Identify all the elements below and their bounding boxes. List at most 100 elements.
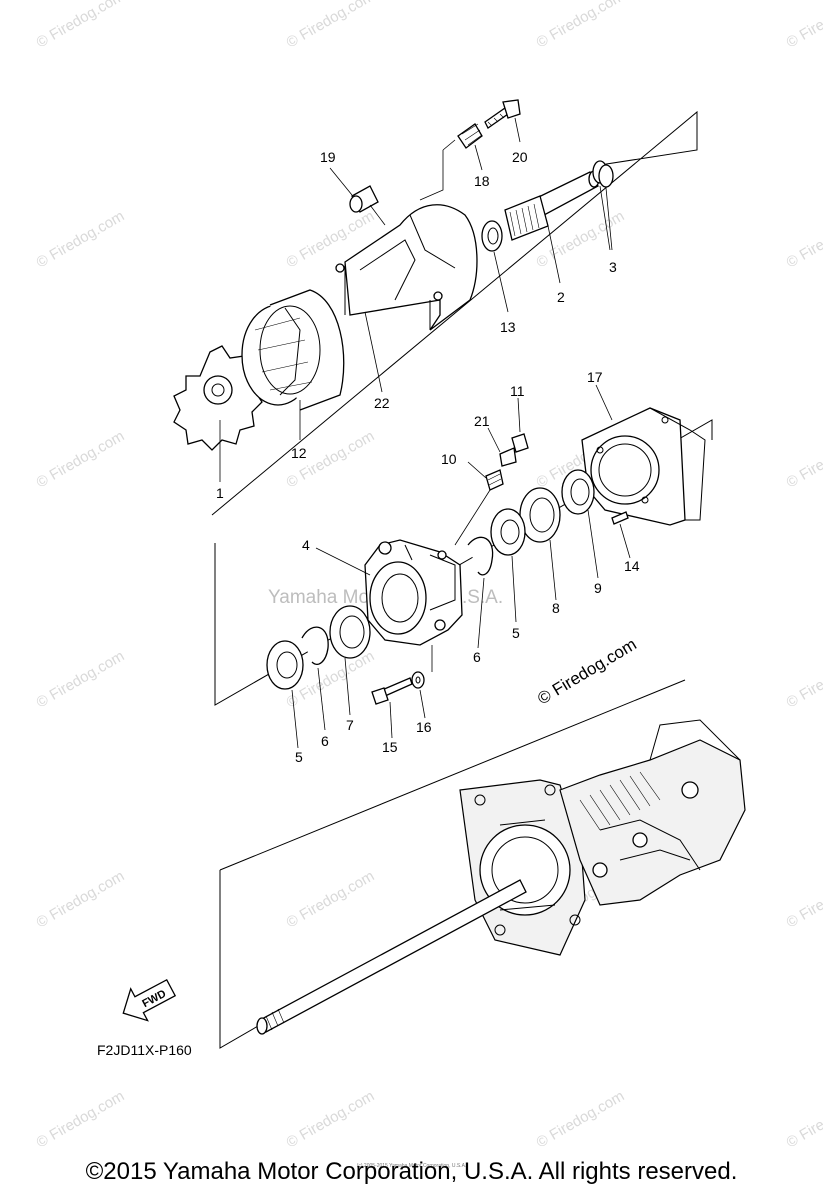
watermark: © Firedog.com xyxy=(34,867,128,931)
leader-3a xyxy=(599,185,611,251)
part-9-seal xyxy=(561,469,595,515)
watermark: © Firedog.com xyxy=(784,427,823,491)
callout-7: 7 xyxy=(346,717,354,733)
callout-15: 15 xyxy=(382,739,398,755)
watermark: © Firedog.com xyxy=(34,427,128,491)
callouts: 19 20 18 3 2 13 22 12 1 17 11 21 10 4 14… xyxy=(216,149,640,765)
part-6-circlip-upper xyxy=(467,536,494,576)
part-14-pin xyxy=(611,511,629,525)
part-21-fitting xyxy=(499,447,517,467)
tiny-credit: (c) 2005-2015 Yamaha Motor Corporation, … xyxy=(356,1163,467,1169)
watermark: © Firedog.com xyxy=(284,0,378,51)
watermark: © Firedog.com xyxy=(784,647,823,711)
callout-12: 12 xyxy=(291,445,307,461)
fwd-arrow-icon: FWD xyxy=(122,978,177,1022)
part-10-fitting xyxy=(485,469,504,491)
part-18-spring xyxy=(457,123,483,149)
leader-6-upper xyxy=(477,577,485,649)
watermark: © Firedog.com xyxy=(34,647,128,711)
frame-lower-diag xyxy=(219,679,686,871)
leader-11 xyxy=(517,397,521,433)
callout-18: 18 xyxy=(474,173,490,189)
leader-19b xyxy=(369,204,386,226)
leader-14 xyxy=(619,523,631,559)
part-17-duct xyxy=(581,407,706,526)
leader-16 xyxy=(419,689,426,719)
leader-5-upper xyxy=(511,555,517,623)
leader-20 xyxy=(514,117,521,143)
part-13-washer xyxy=(481,220,503,252)
leader-6-lower xyxy=(317,667,326,731)
leader-2 xyxy=(547,225,561,284)
callout-5-upper: 5 xyxy=(512,625,520,641)
callout-2: 2 xyxy=(557,289,565,305)
part-12-housing xyxy=(241,289,345,411)
drawing-code: F2JD11X-P160 xyxy=(97,1042,192,1058)
watermark: © Firedog.com xyxy=(534,0,628,51)
callout-21: 21 xyxy=(474,413,490,429)
callout-14: 14 xyxy=(624,558,640,574)
part-8-bearing xyxy=(519,487,561,543)
leader-4 xyxy=(315,547,371,576)
leader-9 xyxy=(587,509,599,579)
frame-lower xyxy=(219,870,266,1049)
leader-10 xyxy=(467,461,487,479)
leader-3b xyxy=(605,187,613,251)
copyright-footer: ©2015 Yamaha Motor Corporation, U.S.A. A… xyxy=(85,1158,738,1185)
watermark: © Firedog.com xyxy=(34,0,128,51)
watermark: © Firedog.com xyxy=(34,207,128,271)
callout-20: 20 xyxy=(512,149,528,165)
leader-18 xyxy=(474,144,483,171)
leader-22 xyxy=(364,311,383,393)
leader-13 xyxy=(493,251,509,313)
watermark: © Firedog.com xyxy=(284,1087,378,1151)
callout-22: 22 xyxy=(374,395,390,411)
callout-1: 1 xyxy=(216,485,224,501)
callout-6-upper: 6 xyxy=(473,649,481,665)
part-6-circlip-lower xyxy=(301,626,329,665)
watermark: © Firedog.com xyxy=(784,207,823,271)
watermark: © Firedog.com xyxy=(784,1087,823,1151)
part-5-seal-upper xyxy=(490,508,526,556)
leader-19 xyxy=(329,167,353,196)
watermark: © Firedog.com xyxy=(34,1087,128,1151)
part-5-seal-lower xyxy=(266,640,304,690)
callout-16: 16 xyxy=(416,719,432,735)
callout-19: 19 xyxy=(320,149,336,165)
callout-8: 8 xyxy=(552,600,560,616)
leader-10b xyxy=(454,489,491,546)
callout-13: 13 xyxy=(500,319,516,335)
diagonal-stamp: © Firedog.com xyxy=(534,635,640,709)
pump-unit xyxy=(459,719,746,956)
leader-15 xyxy=(389,701,393,739)
leader-8 xyxy=(549,539,557,601)
leader-17 xyxy=(595,384,613,421)
group-frames xyxy=(211,110,713,1049)
callout-11: 11 xyxy=(510,383,525,399)
frame-upper xyxy=(211,110,698,516)
callout-5-lower: 5 xyxy=(295,749,303,765)
part-20-bolt xyxy=(484,99,521,129)
part-16-washer xyxy=(411,671,425,689)
leader-5-lower xyxy=(291,689,299,749)
leader-18-box xyxy=(419,150,444,201)
leader-18b xyxy=(442,139,456,151)
watermark: © Firedog.com xyxy=(784,0,823,51)
frame-middle xyxy=(214,419,713,706)
part-7-bearing xyxy=(329,605,371,659)
leader-7 xyxy=(344,657,351,716)
callout-3: 3 xyxy=(609,259,617,275)
watermark: © Firedog.com xyxy=(284,867,378,931)
part-3-orings xyxy=(592,160,614,188)
watermark: © Firedog.com xyxy=(784,867,823,931)
callout-10: 10 xyxy=(441,451,457,467)
part-22-cover xyxy=(335,204,478,331)
callout-17: 17 xyxy=(587,369,603,385)
part-19-collar xyxy=(349,185,379,213)
leader-21 xyxy=(487,427,501,453)
part-4-bearing-housing xyxy=(364,539,463,646)
watermark: © Firedog.com xyxy=(534,1087,628,1151)
drive-shaft xyxy=(256,879,527,1035)
callout-4: 4 xyxy=(302,537,310,553)
